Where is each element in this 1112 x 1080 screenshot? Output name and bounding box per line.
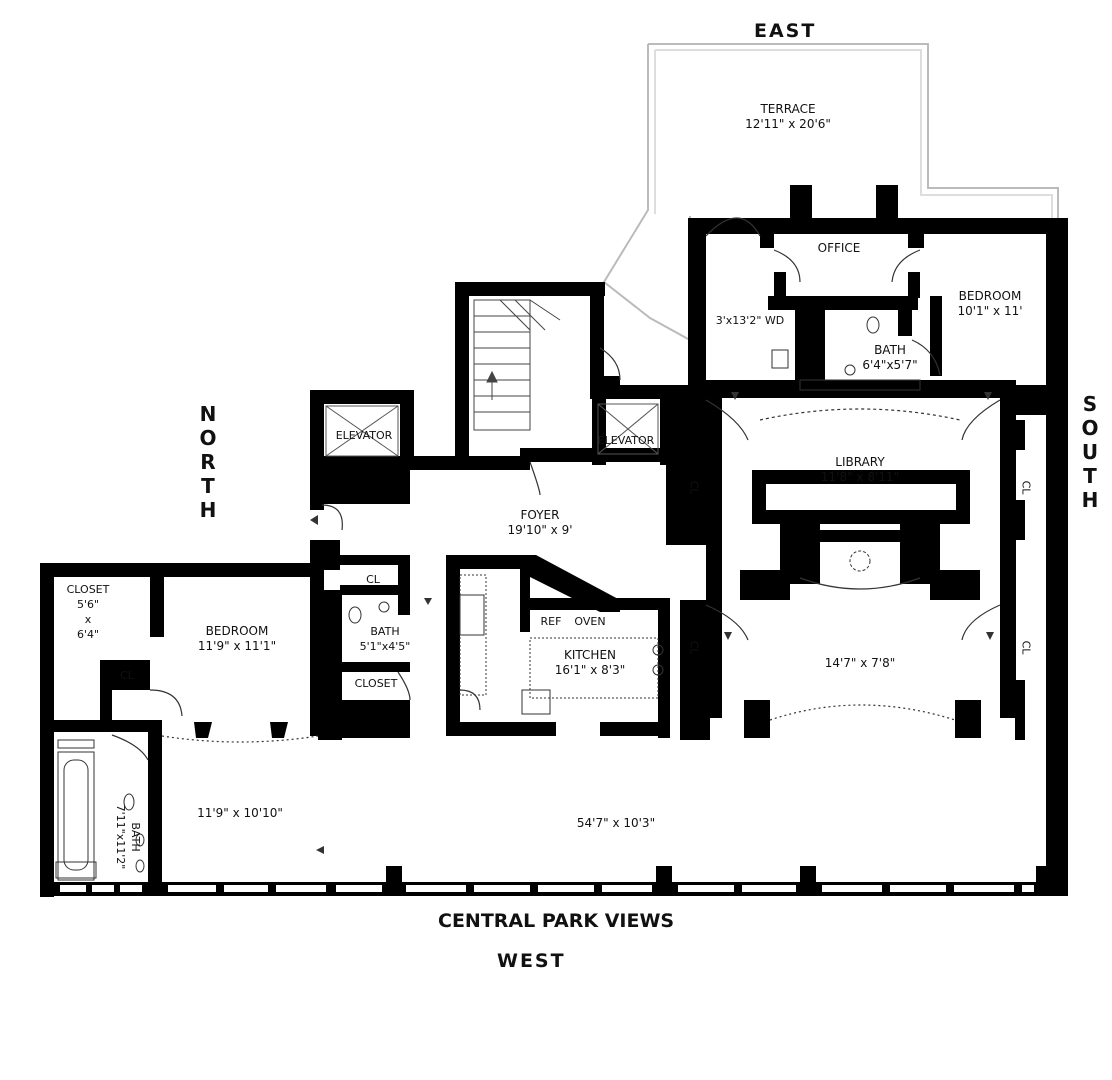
windows-west bbox=[60, 885, 1034, 892]
stair bbox=[473, 299, 561, 431]
room-elevator-1: ELEVATOR bbox=[335, 429, 393, 442]
room-office: OFFICE bbox=[817, 241, 861, 255]
room-cl-hall: CL bbox=[366, 573, 380, 586]
caption-central-park-views: CENTRAL PARK VIEWS bbox=[438, 910, 675, 932]
direction-arrows bbox=[310, 392, 994, 854]
room-cl-lib-w1: CL bbox=[687, 480, 701, 495]
room-closet-nw: CLOSET 5'6" x 6'4" bbox=[66, 583, 110, 641]
exterior-walls bbox=[40, 185, 1068, 897]
room-sitting: 11'9" x 10'10" bbox=[197, 806, 283, 820]
compass-west: WEST bbox=[497, 950, 566, 972]
door-swings bbox=[111, 217, 1001, 761]
room-cl-lib-w2: CL bbox=[687, 640, 701, 655]
room-ref: REF bbox=[540, 615, 562, 628]
room-dining: 14'7" x 7'8" bbox=[824, 656, 896, 670]
room-cl-lib-e2: CL bbox=[1019, 640, 1033, 655]
compass-east: EAST bbox=[754, 20, 817, 42]
room-gallery: 54'7" x 10'3" bbox=[576, 816, 656, 830]
room-closet-mid: CLOSET bbox=[354, 677, 398, 690]
room-wd: 3'x13'2" WD bbox=[715, 314, 785, 327]
elevator-shafts bbox=[325, 403, 659, 457]
room-oven: OVEN bbox=[574, 615, 606, 628]
room-cl-small: CL bbox=[120, 669, 134, 682]
room-cl-lib-e1: CL bbox=[1019, 480, 1033, 495]
fixtures bbox=[55, 316, 921, 881]
room-elevator-2: ELEVATOR bbox=[597, 434, 655, 447]
